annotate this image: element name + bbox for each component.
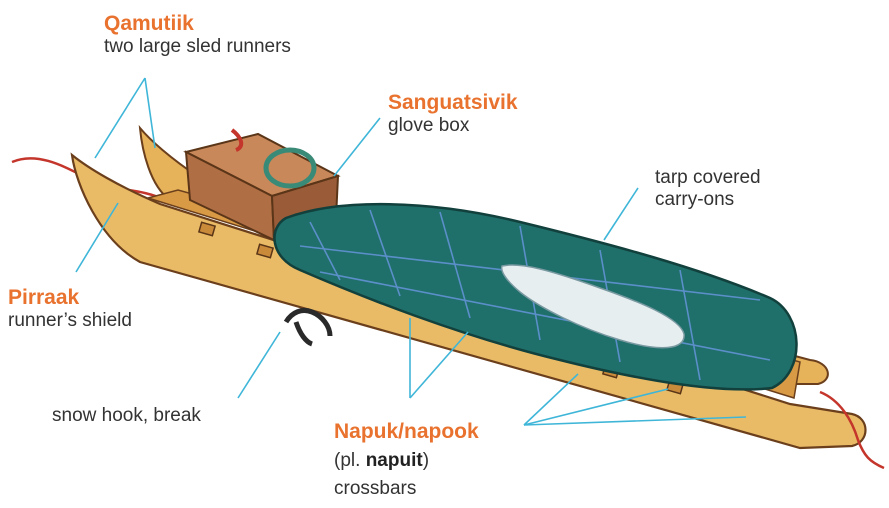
desc-sanguatsivik: glove box <box>388 115 518 137</box>
desc-pirraak: runner’s shield <box>8 310 132 332</box>
plural-word: napuit <box>366 450 423 471</box>
plural-suffix: ) <box>423 450 429 471</box>
label-snow-hook: snow hook, break <box>52 405 201 427</box>
desc-napuk-plural: (pl. napuit) <box>334 450 479 472</box>
label-sanguatsivik: Sanguatsivik glove box <box>388 91 518 137</box>
term-sanguatsivik: Sanguatsivik <box>388 91 518 115</box>
desc-snow-hook: snow hook, break <box>52 405 201 427</box>
plural-prefix: (pl. <box>334 450 366 471</box>
desc-napuk: crossbars <box>334 478 479 500</box>
label-napuk: Napuk/napook (pl. napuit) crossbars <box>334 420 479 500</box>
desc-tarp-line1: tarp covered <box>655 167 761 189</box>
snow-hook <box>286 310 330 344</box>
term-napuk: Napuk/napook <box>334 420 479 444</box>
label-pirraak: Pirraak runner’s shield <box>8 286 132 332</box>
desc-qamutiik: two large sled runners <box>104 36 291 58</box>
term-qamutiik: Qamutiik <box>104 12 291 36</box>
label-tarp: tarp covered carry-ons <box>655 167 761 211</box>
desc-tarp-line2: carry-ons <box>655 189 761 211</box>
term-pirraak: Pirraak <box>8 286 132 310</box>
label-qamutiik: Qamutiik two large sled runners <box>104 12 291 58</box>
